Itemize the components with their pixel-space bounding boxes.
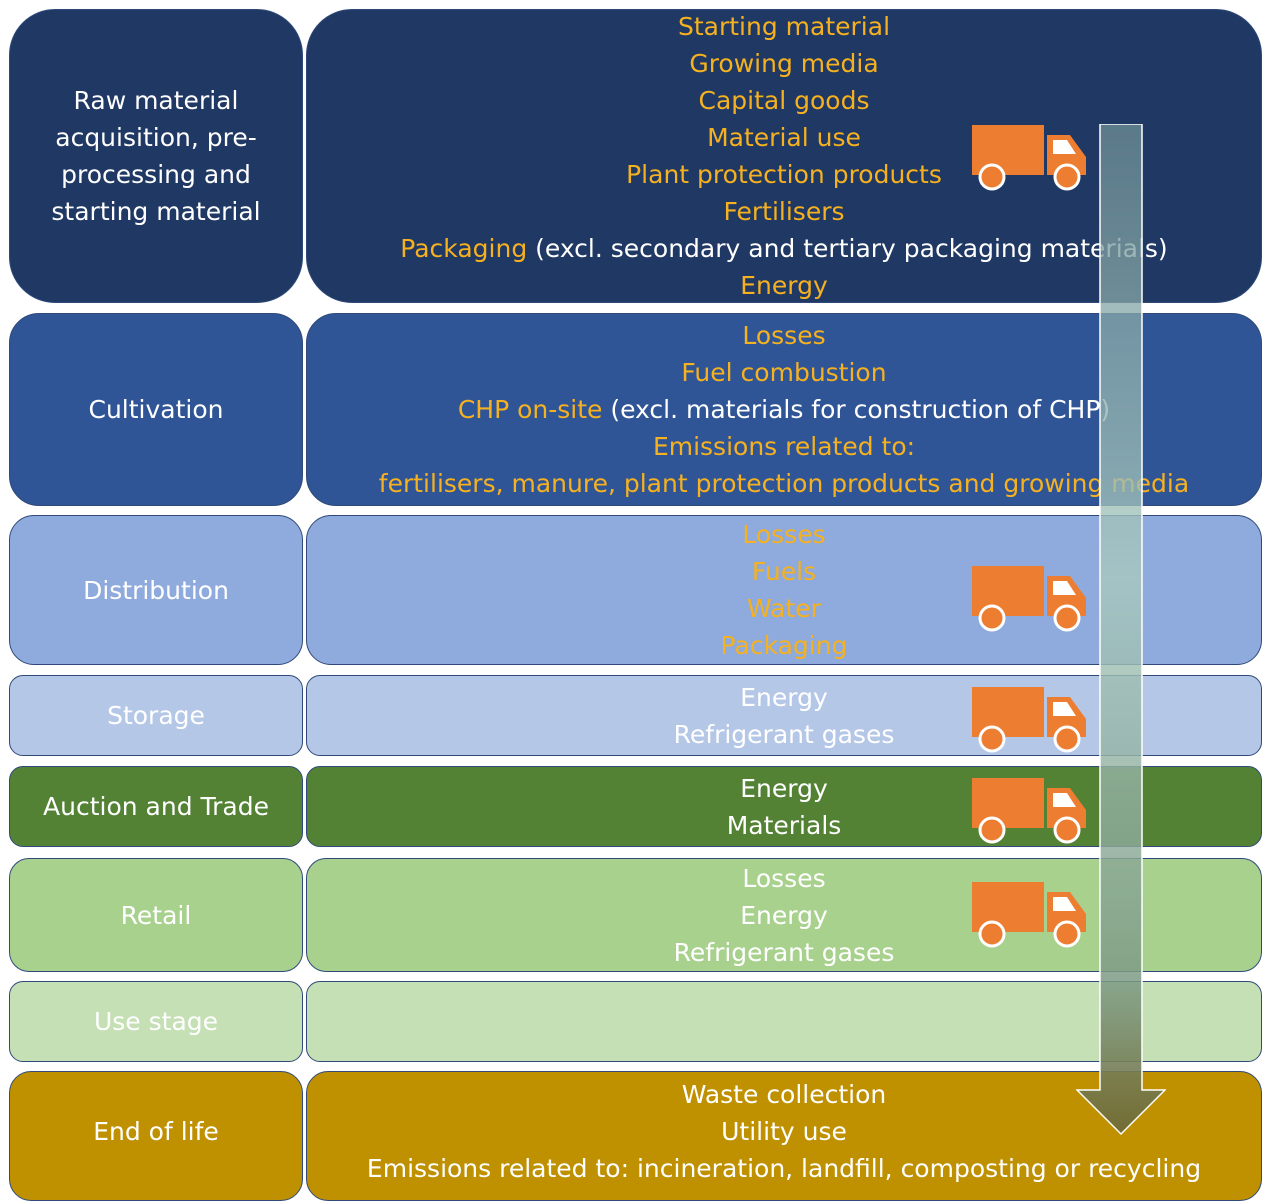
- arrow-down-icon: [1076, 124, 1166, 1136]
- end-item-waste-collection: Waste collection: [681, 1080, 887, 1109]
- raw-item-starting-material: Starting material: [677, 12, 891, 41]
- raw-item-growing-media: Growing media: [689, 49, 879, 78]
- distribution-item-fuels: Fuels: [751, 557, 817, 586]
- end-item-emissions: Emissions related to: incineration, land…: [366, 1154, 1202, 1183]
- storage-item-energy: Energy: [740, 682, 828, 712]
- cultivation-chp-highlight: CHP on-site: [457, 395, 603, 424]
- cultivation-item-chp: CHP on-site (excl. materials for constru…: [458, 391, 1110, 428]
- truck-icon: [972, 125, 1086, 191]
- stage-label-auction-trade: Auction and Trade: [9, 766, 303, 847]
- stage-label-use-stage: Use stage: [9, 981, 303, 1062]
- retail-item-losses: Losses: [742, 863, 826, 893]
- stage-label-distribution: Distribution: [9, 515, 303, 665]
- retail-label: Retail: [120, 900, 192, 930]
- cultivation-item-losses: Losses: [742, 321, 826, 350]
- cultivation-label: Cultivation: [88, 395, 224, 424]
- end-label: End of life: [93, 1117, 219, 1146]
- auction-item-materials: Materials: [726, 810, 842, 840]
- stage-label-retail: Retail: [9, 858, 303, 972]
- storage-label: Storage: [107, 701, 205, 730]
- raw-item-packaging: Packaging (excl. secondary and tertiary …: [400, 230, 1167, 267]
- raw-packaging-highlight: Packaging: [400, 234, 528, 263]
- truck-icon: [972, 566, 1086, 632]
- raw-item-material-use: Material use: [707, 123, 861, 152]
- stage-label-cultivation: Cultivation: [9, 313, 303, 506]
- raw-item-energy: Energy: [740, 271, 828, 300]
- raw-label-line-1: Raw material: [73, 86, 239, 115]
- raw-item-plant-protection: Plant protection products: [626, 160, 942, 189]
- distribution-item-packaging: Packaging: [720, 631, 848, 660]
- truck-icon: [972, 778, 1086, 844]
- cultivation-item-emissions: Emissions related to:: [652, 432, 916, 461]
- truck-icon: [972, 882, 1086, 948]
- raw-label-line-3: processing and: [61, 160, 251, 189]
- cultivation-item-fuel: Fuel combustion: [681, 358, 887, 387]
- cultivation-item-emissions-detail: fertilisers, manure, plant protection pr…: [378, 469, 1190, 498]
- raw-item-fertilisers: Fertilisers: [723, 197, 845, 226]
- auction-label: Auction and Trade: [43, 792, 269, 821]
- use-label: Use stage: [93, 1007, 219, 1036]
- stage-label-end-of-life: End of life: [9, 1071, 303, 1201]
- cultivation-chp-note: (excl. materials for construction of CHP…: [602, 395, 1111, 424]
- stage-label-storage: Storage: [9, 675, 303, 756]
- retail-item-refrigerant: Refrigerant gases: [673, 937, 895, 967]
- distribution-item-losses: Losses: [742, 520, 826, 549]
- storage-item-refrigerant: Refrigerant gases: [673, 719, 895, 749]
- truck-icon: [972, 687, 1086, 753]
- auction-item-energy: Energy: [740, 773, 828, 803]
- raw-label-line-4: starting material: [51, 197, 261, 226]
- stage-label-raw-material: Raw material acquisition, pre- processin…: [9, 9, 303, 303]
- end-item-utility-use: Utility use: [721, 1117, 847, 1146]
- distribution-label: Distribution: [83, 575, 229, 605]
- raw-packaging-note: (excl. secondary and tertiary packaging …: [527, 234, 1168, 263]
- raw-label-line-2: acquisition, pre-: [55, 123, 257, 152]
- retail-item-energy: Energy: [740, 900, 828, 930]
- raw-item-capital-goods: Capital goods: [698, 86, 870, 115]
- distribution-item-water: Water: [747, 594, 821, 623]
